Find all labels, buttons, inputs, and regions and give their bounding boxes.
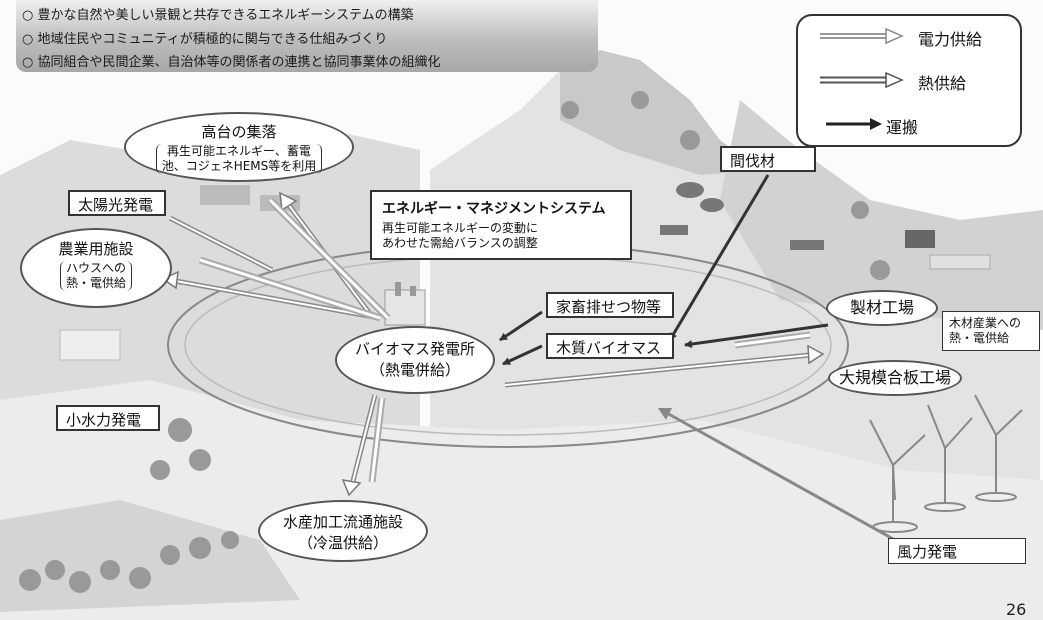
legend: 電力供給 熱供給 運搬 (796, 14, 1022, 147)
fish-processing-facility-node: 水産加工流通施設 （冷温供給） (258, 500, 428, 562)
objective-item: ○ 地域住民やコミュニティが積極的に関与できる仕組みづくり (22, 32, 388, 47)
wind-power-arrow (664, 410, 896, 542)
heat-supply-legend-arrow (820, 72, 904, 88)
fish-sub: （冷温供給） (297, 534, 388, 552)
wind-power-label: 風力発電 (888, 538, 1026, 564)
ems-title: エネルギー・マネジメントシステム (382, 201, 606, 217)
plant-name: バイオマス発電所 (354, 340, 475, 358)
legend-heat-label: 熱供給 (918, 74, 967, 93)
plywood-factory-node: 大規模合板工場 (828, 360, 962, 396)
energy-management-system-node: エネルギー・マネジメントシステム 再生可能エネルギーの変動に あわせた需給バラン… (370, 190, 632, 260)
page-number: 26 (1006, 600, 1027, 619)
transport-legend-arrow (826, 118, 882, 130)
fish-title: 水産加工流通施設 (282, 513, 403, 531)
plant-sub: （熱電併給） (369, 361, 460, 379)
wind-turbines (869, 394, 1023, 533)
ems-desc-2: あわせた需給バランスの調整 (382, 236, 538, 250)
buildings (59, 185, 991, 361)
objective-item: ○ 豊かな自然や美しい景観と共存できるエネルギーシステムの構築 (22, 8, 414, 23)
forest-trees (19, 91, 890, 593)
objectives-banner: ○ 豊かな自然や美しい景観と共存できるエネルギーシステムの構築 ○ 地域住民やコ… (16, 0, 598, 72)
power-supply-legend-arrow (820, 28, 904, 44)
upland-village-node: 高台の集落 再生可能エネルギー、蓄電 池、コジェネHEMS等を利用 (124, 112, 354, 182)
legend-transport-label: 運搬 (886, 118, 919, 137)
mountain-peak (560, 50, 760, 175)
upland-village-title: 高台の集落 (201, 123, 277, 141)
woody-biomass-label: 木質バイオマス (546, 333, 674, 359)
wood-industry-note: 木材産業への 熱・電供給 (942, 311, 1040, 351)
ems-desc-1: 再生可能エネルギーの変動に (382, 221, 539, 235)
thinned-wood-label: 間伐材 (720, 146, 816, 172)
biomass-power-plant-node: バイオマス発電所 （熱電併給） (335, 326, 495, 394)
upland-village-desc: 再生可能エネルギー、蓄電 池、コジェネHEMS等を利用 (155, 144, 323, 174)
objective-item: ○ 協同組合や民間企業、自治体等の関係者の連携と協同事業体の組織化 (22, 55, 441, 70)
agri-desc: ハウスへの 熱・電供給 (59, 261, 132, 291)
legend-power-label: 電力供給 (918, 30, 983, 49)
small-hydro-label: 小水力発電 (56, 405, 160, 431)
transport-arrows (499, 174, 829, 366)
sawmill-node: 製材工場 (826, 290, 938, 326)
agricultural-facility-node: 農業用施設 ハウスへの 熱・電供給 (20, 228, 172, 308)
livestock-waste-label: 家畜排せつ物等 (546, 292, 674, 318)
solar-power-label: 太陽光発電 (68, 190, 166, 216)
agri-title: 農業用施設 (58, 240, 134, 258)
log-piles (660, 182, 824, 250)
